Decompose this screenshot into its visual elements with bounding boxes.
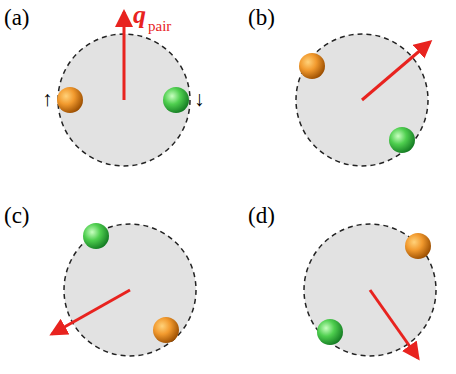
spin-up-sphere <box>299 53 325 79</box>
spin-up-sphere <box>57 87 83 113</box>
momentum-subscript: pair <box>148 19 171 34</box>
momentum-symbol: q <box>133 2 146 28</box>
panel-a <box>57 12 190 166</box>
spin-down-sphere <box>163 87 189 113</box>
panel-letter: (d) <box>248 204 275 227</box>
spin-down-sphere <box>83 223 109 249</box>
spin-down-sphere <box>389 127 415 153</box>
spin-up-sphere <box>405 233 431 259</box>
pair-momentum-arrow <box>52 290 130 334</box>
panel-d <box>304 224 436 358</box>
panel-letter: (b) <box>248 6 275 29</box>
pair-momentum-arrow <box>123 12 126 100</box>
panel-letter: (c) <box>4 204 30 227</box>
spin-arrow: ↑ <box>42 89 53 110</box>
panel-letter: (a) <box>4 6 30 29</box>
pair-momentum-arrow <box>362 42 430 100</box>
pair-momentum-arrow <box>370 290 418 358</box>
spin-down-sphere <box>317 319 343 345</box>
spin-up-sphere <box>153 317 179 343</box>
panel-c <box>52 223 196 356</box>
spin-arrow: ↓ <box>194 89 205 110</box>
panel-b <box>296 34 430 166</box>
